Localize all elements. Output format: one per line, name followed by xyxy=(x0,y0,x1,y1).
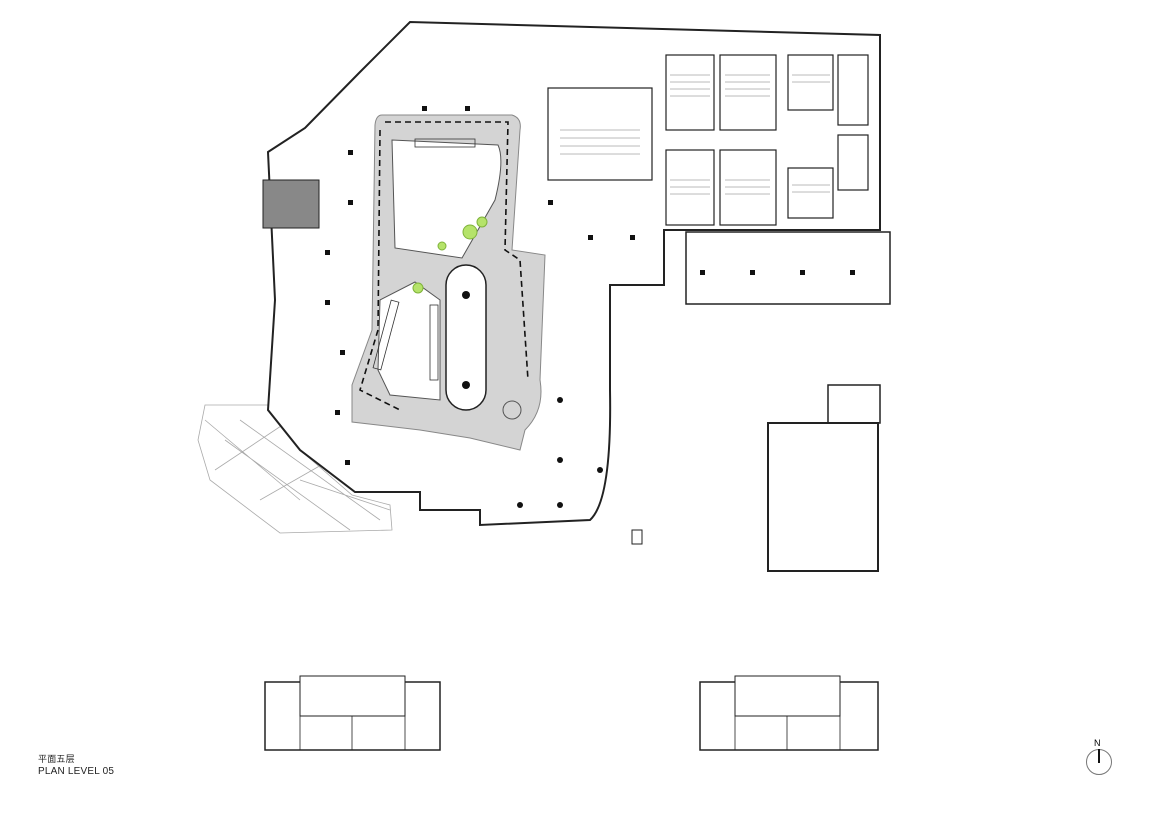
plan-title-english: PLAN LEVEL 05 xyxy=(38,766,115,777)
escalators xyxy=(372,138,476,381)
office-wing xyxy=(685,231,891,305)
north-pointer-icon xyxy=(1098,749,1100,763)
seating-rows xyxy=(560,74,830,195)
plan-title-chinese: 平面五层 xyxy=(38,755,75,765)
escalator-oval xyxy=(445,264,487,411)
north-label: N xyxy=(1094,738,1101,748)
lower-void xyxy=(377,281,441,401)
annex-building xyxy=(767,422,879,572)
planters xyxy=(412,216,488,294)
cinema-halls xyxy=(547,54,869,226)
tower-plan-left xyxy=(264,675,441,751)
columns xyxy=(325,106,855,508)
small-core xyxy=(631,529,643,545)
atrium-dashed-edge xyxy=(359,121,529,411)
annex-upper xyxy=(827,384,881,424)
tower-plan-right xyxy=(699,675,879,751)
north-arrow: N xyxy=(1084,738,1114,776)
round-table xyxy=(502,400,522,420)
service-room xyxy=(262,179,320,229)
